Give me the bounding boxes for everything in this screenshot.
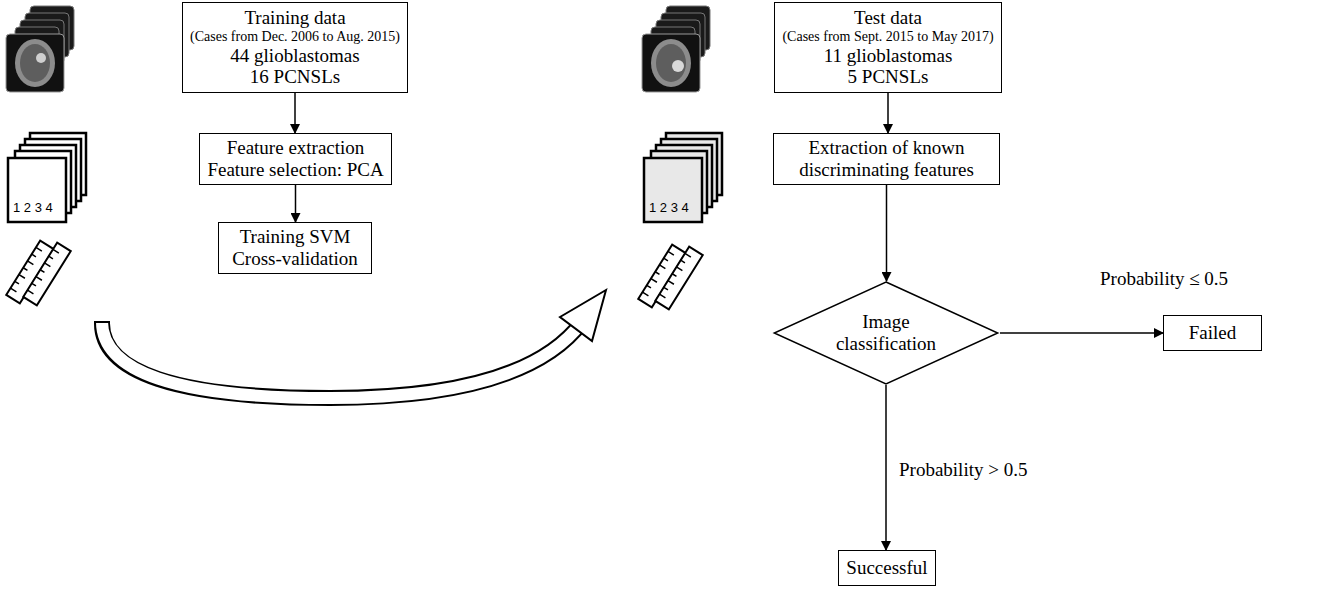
process-box: Extraction of known discriminating featu… bbox=[773, 133, 1000, 185]
text-group: Image classification bbox=[821, 311, 951, 355]
node-text: 16 PCNSLs bbox=[190, 66, 400, 88]
node-heading: Training data bbox=[190, 7, 400, 29]
feature-cards-icon bbox=[644, 133, 722, 222]
feature-cards-icon bbox=[8, 133, 86, 222]
node-heading: Image classification bbox=[821, 311, 951, 355]
node-text: Feature selection: PCA bbox=[207, 159, 383, 181]
feature-number: 1 2 3 4 bbox=[649, 200, 689, 215]
flow-arrow bbox=[885, 385, 887, 550]
text-group: Test data(Cases from Sept. 2015 to May 2… bbox=[782, 7, 993, 89]
ruler-icon bbox=[638, 245, 702, 310]
node-heading: Feature extraction bbox=[207, 137, 383, 159]
mri-stack-icon bbox=[6, 6, 74, 92]
node-text: 5 PCNSLs bbox=[782, 66, 993, 88]
text-group: Failed bbox=[1189, 322, 1237, 344]
result-box: Failed bbox=[1163, 315, 1262, 351]
flow-arrow bbox=[295, 185, 297, 222]
node-text: 11 glioblastomas bbox=[782, 45, 993, 67]
node-text: 44 glioblastomas bbox=[190, 45, 400, 67]
process-box: Training SVMCross-validation bbox=[218, 222, 372, 274]
edge-label: Probability > 0.5 bbox=[897, 459, 1029, 481]
process-box: Feature extractionFeature selection: PCA bbox=[199, 133, 392, 185]
text-group: Feature extractionFeature selection: PCA bbox=[207, 137, 383, 181]
node-text: Cross-validation bbox=[232, 248, 358, 270]
ruler-icon bbox=[6, 241, 70, 306]
node-heading: Extraction of known discriminating featu… bbox=[787, 137, 987, 181]
mri-stack-icon bbox=[642, 6, 710, 92]
result-box: Successful bbox=[838, 550, 936, 586]
text-group: Successful bbox=[846, 557, 927, 579]
transfer-arrow bbox=[94, 290, 606, 398]
decision-diamond: Image classification bbox=[772, 281, 1000, 385]
node-text: (Cases from Dec. 2006 to Aug. 2015) bbox=[190, 29, 400, 45]
text-group: Training data(Cases from Dec. 2006 to Au… bbox=[190, 7, 400, 89]
node-heading: Training SVM bbox=[232, 226, 358, 248]
text-group: Extraction of known discriminating featu… bbox=[787, 137, 987, 181]
node-text: (Cases from Sept. 2015 to May 2017) bbox=[782, 29, 993, 45]
text-group: Training SVMCross-validation bbox=[232, 226, 358, 270]
node-heading: Test data bbox=[782, 7, 993, 29]
feature-number: 1 2 3 4 bbox=[13, 200, 53, 215]
flow-arrow bbox=[887, 93, 889, 133]
node-heading: Failed bbox=[1189, 322, 1237, 344]
edge-label: Probability ≤ 0.5 bbox=[1098, 268, 1230, 290]
flow-arrow bbox=[294, 93, 296, 133]
flow-arrow bbox=[886, 185, 888, 281]
data-box: Training data(Cases from Dec. 2006 to Au… bbox=[182, 2, 408, 93]
flow-arrow bbox=[1000, 332, 1163, 334]
data-box: Test data(Cases from Sept. 2015 to May 2… bbox=[774, 2, 1002, 93]
node-heading: Successful bbox=[846, 557, 927, 579]
